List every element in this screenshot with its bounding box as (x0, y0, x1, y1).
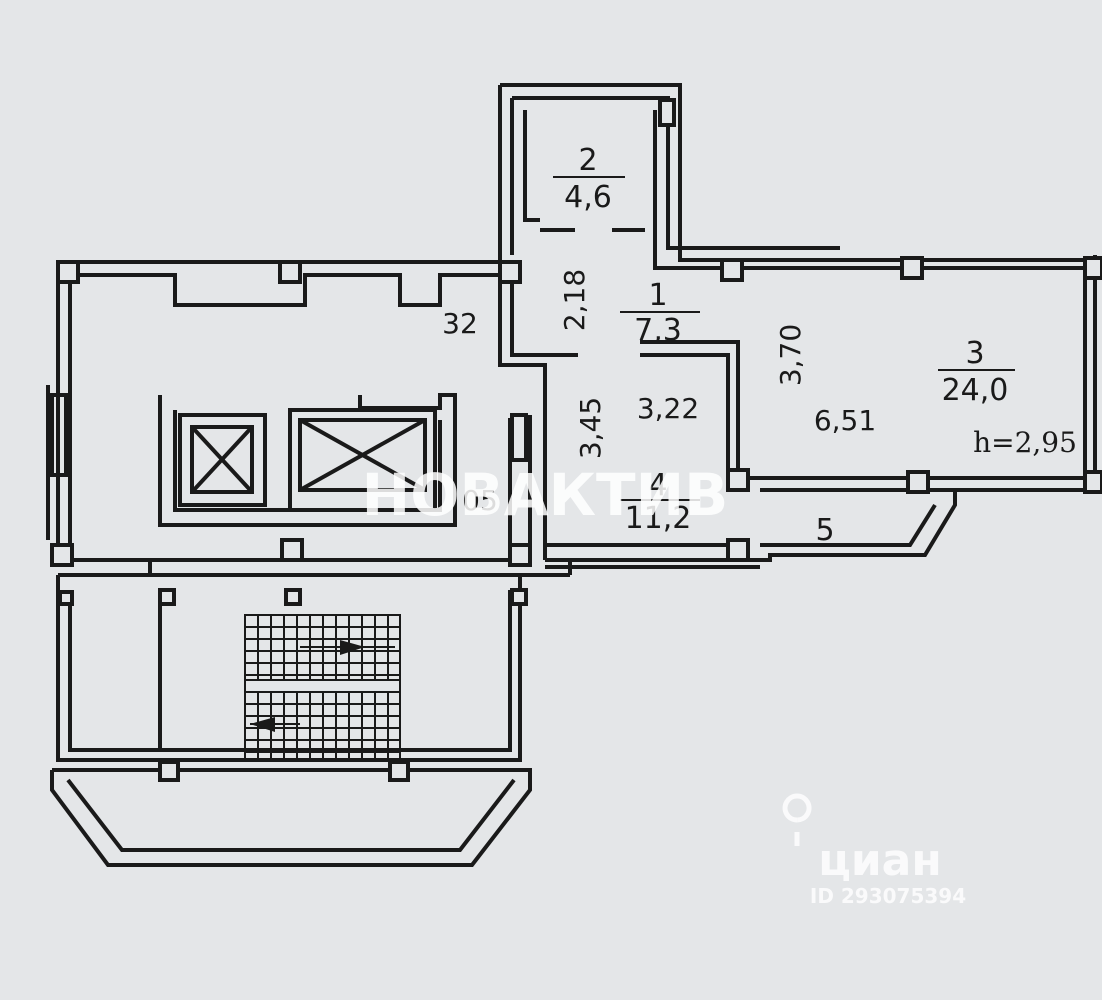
dimension-2-18: 2,18 (558, 269, 591, 331)
labels: 2 4,6 2,18 32 1 7,3 3,70 3 24,0 6,51 h=2… (442, 143, 1077, 548)
room-2-area: 4,6 (564, 180, 612, 215)
staircase (244, 614, 401, 761)
watermarks: НОВАКТИВ циан ID 293075394 (362, 461, 966, 908)
cian-logo: циан ID 293075394 (782, 793, 966, 908)
room-2-number: 2 (578, 143, 597, 178)
columns (50, 98, 1102, 782)
dimension-3-45: 3,45 (574, 397, 607, 459)
room-4-number: 4 (648, 468, 667, 503)
dimension-3-70: 3,70 (774, 324, 807, 386)
dimension-3-22: 3,22 (637, 392, 699, 425)
room-1-number: 1 (648, 278, 667, 313)
room-5-number: 5 (815, 513, 834, 548)
ceiling-height: h=2,95 (973, 426, 1077, 459)
cian-logo-text: циан (818, 835, 942, 886)
room-3-area: 24,0 (942, 373, 1009, 408)
cian-id: ID 293075394 (810, 884, 966, 908)
agency-watermark: НОВАКТИВ (362, 461, 729, 529)
location-pin-icon (782, 793, 812, 846)
room-4-area: 11,2 (625, 501, 692, 536)
dimension-6-51: 6,51 (814, 404, 876, 437)
room-1-area: 7,3 (634, 313, 682, 348)
dimension-32: 32 (442, 307, 478, 340)
dimension-05: 05 (462, 484, 498, 517)
stair-arrows (250, 640, 395, 732)
room-3-number: 3 (965, 336, 984, 371)
